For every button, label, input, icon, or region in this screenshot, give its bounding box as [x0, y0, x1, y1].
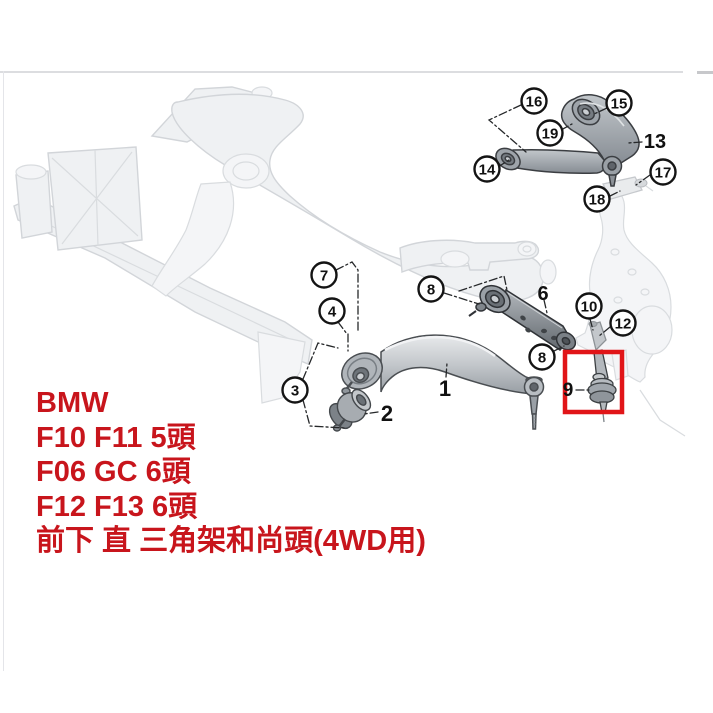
annotation-line: F10 F11 5頭 — [36, 421, 196, 454]
svg-text:10: 10 — [581, 299, 598, 316]
callout-15: 15 — [605, 89, 633, 117]
leader-lines — [302, 104, 651, 429]
svg-text:18: 18 — [589, 192, 606, 209]
svg-text:3: 3 — [291, 383, 299, 400]
part-label-6: 6 — [537, 283, 548, 305]
svg-text:7: 7 — [320, 268, 328, 285]
callout-12: 12 — [609, 309, 637, 337]
svg-text:14: 14 — [479, 162, 496, 179]
highlight-box — [562, 349, 625, 415]
callout-18: 18 — [583, 185, 611, 213]
callout-17: 17 — [649, 158, 677, 186]
part-label-9: 9 — [563, 380, 574, 401]
svg-text:19: 19 — [542, 126, 559, 143]
svg-text:4: 4 — [328, 304, 337, 321]
left-divider — [3, 71, 4, 671]
ball-joint — [587, 349, 617, 423]
svg-text:8: 8 — [538, 350, 546, 367]
annotation-line: F12 F13 6頭 — [36, 490, 198, 523]
callout-3: 3 — [281, 376, 309, 404]
svg-text:17: 17 — [655, 165, 672, 182]
callout-19: 19 — [536, 119, 564, 147]
callout-7: 7 — [310, 261, 338, 289]
svg-text:15: 15 — [611, 96, 628, 113]
mount-bracket — [588, 321, 607, 352]
annotation-line: 前下 直 三角架和尚頭(4WD用) — [36, 525, 426, 557]
callout-4: 4 — [318, 297, 346, 325]
upper-control-arm — [481, 94, 640, 187]
svg-text:16: 16 — [526, 94, 543, 111]
top-divider-right — [697, 71, 713, 74]
rear-lower-arm — [468, 284, 577, 351]
part-label-2: 2 — [381, 401, 393, 426]
hydro-bushing — [328, 388, 372, 432]
part-label-1: 1 — [439, 376, 451, 401]
subframe — [13, 86, 557, 404]
product-annotation: BMW F10 F11 5頭 F06 GC 6頭 F12 F13 6頭 前下 直… — [36, 386, 426, 559]
annotation-line: BMW — [36, 387, 109, 419]
callout-8b: 8 — [528, 343, 556, 371]
tension-strut — [341, 334, 545, 430]
callout-8: 8 — [417, 275, 445, 303]
annotation-line: F06 GC 6頭 — [36, 456, 191, 488]
top-divider — [0, 71, 683, 73]
callout-14: 14 — [473, 155, 501, 183]
callout-10: 10 — [575, 292, 603, 320]
svg-text:12: 12 — [615, 316, 632, 333]
svg-text:8: 8 — [427, 282, 435, 299]
part-label-13: 13 — [644, 131, 666, 153]
callout-16: 16 — [520, 87, 548, 115]
